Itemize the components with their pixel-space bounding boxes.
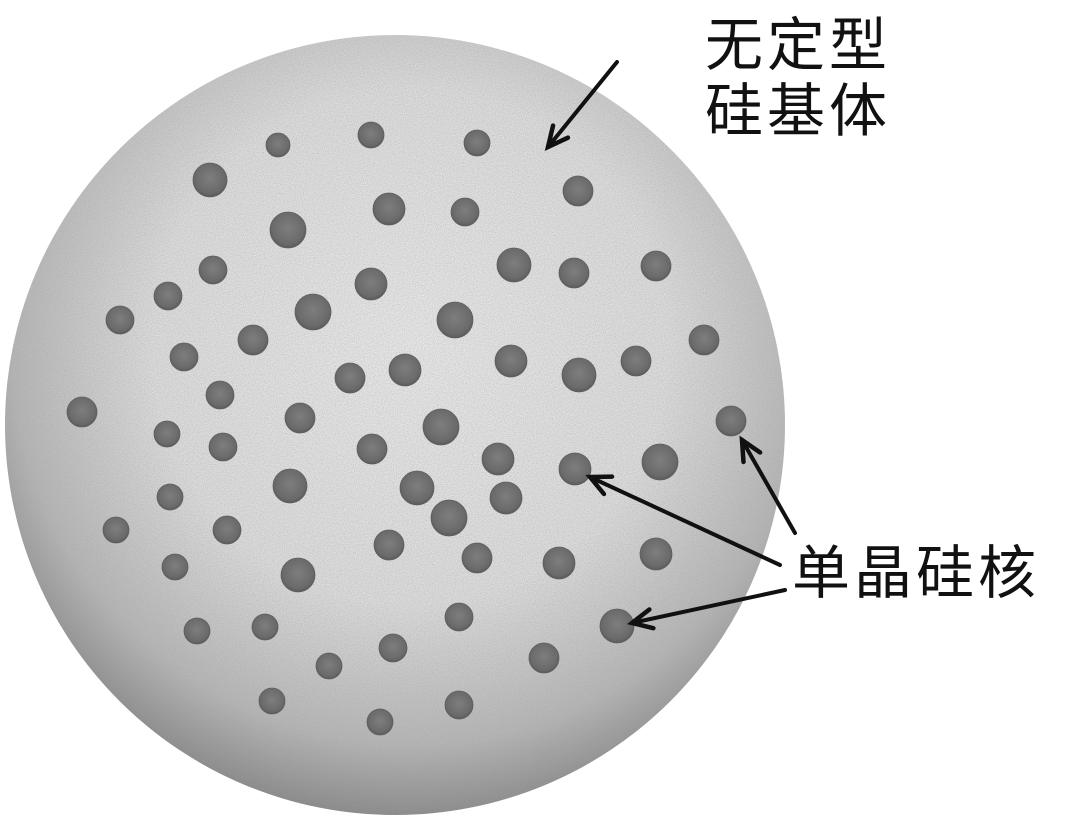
arrow-to-core-middle-icon (585, 474, 782, 567)
silicon-core-dot (354, 267, 388, 301)
silicon-core-dot (208, 432, 238, 462)
silicon-core-dot (494, 344, 528, 378)
annotation-arrows (544, 60, 797, 631)
silicon-core-dot (561, 357, 597, 393)
silicon-core-dot (388, 353, 422, 387)
silicon-core-dot (558, 452, 592, 486)
label-matrix-line1: 无定型 (705, 11, 892, 79)
silicon-core-dot (528, 642, 560, 674)
silicon-core-dot (334, 362, 366, 394)
silicon-core-dot (183, 617, 211, 645)
silicon-core-dot (422, 408, 460, 446)
silicon-core-dot (489, 481, 523, 515)
silicon-core-dot (366, 708, 394, 736)
silicon-core-dot (284, 402, 316, 434)
amorphous-silicon-matrix-sphere (5, 35, 785, 815)
silicon-core-dot (258, 687, 286, 715)
label-monocrystalline-silicon-core: 单晶硅核 (792, 540, 1040, 606)
silicon-core-dot (599, 608, 635, 644)
silicon-core-dot (496, 247, 532, 283)
silicon-core-dot (372, 192, 406, 226)
silicon-core-dot (153, 281, 183, 311)
silicon-core-dot (251, 613, 279, 641)
silicon-core-dot (562, 175, 594, 207)
silicon-core-dot (399, 470, 435, 506)
silicon-core-dot (620, 345, 652, 377)
silicon-core-dot (294, 293, 332, 331)
silicon-core-dot (156, 483, 184, 511)
silicon-core-dot (169, 342, 199, 372)
silicon-core-dot (66, 396, 98, 428)
silicon-core-dot (558, 257, 590, 289)
silicon-core-dot (280, 557, 316, 593)
silicon-core-dot (436, 301, 474, 339)
silicon-core-dot (641, 443, 679, 481)
silicon-core-dot (639, 537, 673, 571)
silicon-core-dot (715, 405, 747, 437)
silicon-core-dot (444, 602, 474, 632)
silicon-core-dot (356, 433, 388, 465)
silicon-core-dot (161, 553, 189, 581)
silicon-core-dot (272, 468, 308, 504)
silicon-core-dot (198, 255, 228, 285)
label-core-text: 单晶硅核 (792, 539, 1041, 607)
label-amorphous-silicon-matrix: 无定型 硅基体 (705, 12, 891, 144)
silicon-core-dot (269, 211, 307, 249)
silicon-core-dot (105, 305, 135, 335)
sphere-texture (5, 35, 785, 815)
silicon-core-dot (461, 542, 493, 574)
silicon-core-dot (265, 132, 291, 158)
silicon-core-dot (357, 121, 385, 149)
silicon-core-dot (378, 633, 408, 663)
label-matrix-line2: 硅基体 (705, 77, 892, 145)
silicon-core-dot (192, 162, 228, 198)
arrow-to-core-right-icon (739, 435, 797, 535)
silicon-core-dot (688, 324, 720, 356)
silicon-core-dot (373, 529, 405, 561)
silicon-core-dot (463, 129, 491, 157)
silicon-core-dot (640, 250, 672, 282)
silicon-core-dot (102, 516, 130, 544)
silicon-core-dot (237, 324, 269, 356)
arrow-to-core-bottom-icon (626, 588, 787, 631)
monocrystalline-silicon-cores (66, 121, 747, 736)
silicon-core-dot (153, 420, 181, 448)
silicon-core-dot (481, 442, 515, 476)
silicon-core-dot (542, 546, 576, 580)
silicon-core-dot (430, 499, 468, 537)
arrow-to-matrix-icon (544, 60, 619, 152)
silicon-core-dot (450, 197, 480, 227)
silicon-core-dot (315, 652, 343, 680)
silicon-core-dot (212, 515, 242, 545)
silicon-core-dot (205, 380, 235, 410)
silicon-core-dot (444, 690, 474, 720)
